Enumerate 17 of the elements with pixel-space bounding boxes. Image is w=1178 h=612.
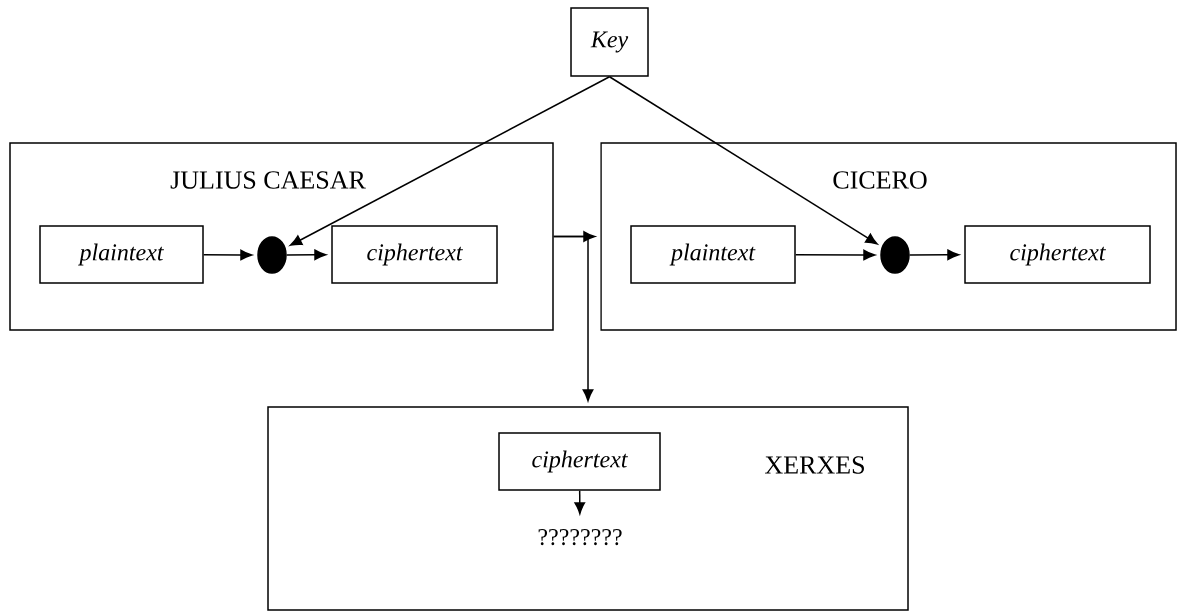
text-box: ciphertext <box>964 225 1151 284</box>
arrow <box>286 249 327 261</box>
arrow <box>795 249 876 261</box>
arrow <box>203 249 253 261</box>
junction-dot <box>257 236 287 274</box>
text-label: ???????? <box>538 528 622 546</box>
arrow <box>574 490 586 515</box>
arrow <box>909 249 960 261</box>
text-box: ciphertext <box>331 225 498 284</box>
arrow <box>289 76 611 246</box>
text-box: plaintext <box>630 225 796 284</box>
junction-dot <box>880 236 910 274</box>
arrow <box>608 76 878 245</box>
arrow <box>553 235 594 402</box>
text-box: plaintext <box>39 225 204 284</box>
text-box: ciphertext <box>498 432 661 491</box>
text-box: Key <box>570 7 649 77</box>
